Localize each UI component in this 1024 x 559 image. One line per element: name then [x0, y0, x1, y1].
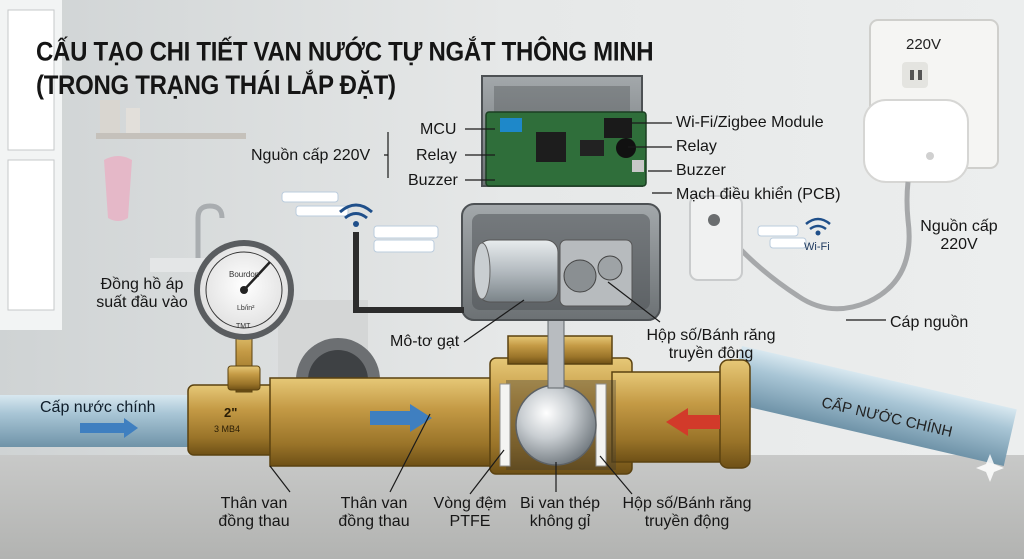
pcb-board: [485, 111, 647, 187]
label-buzzer-right: Buzzer: [676, 162, 726, 179]
leader-lines: [269, 122, 886, 495]
label-buzzer-left: Buzzer: [408, 172, 458, 189]
label-relay-left: Relay: [416, 147, 457, 164]
label-gearbox-bottom-line-1: Hộp số/Bánh răng: [622, 495, 752, 512]
wall-junction-box: [689, 195, 743, 281]
gauge-brand: Bourdon: [229, 270, 260, 279]
title-line-1: CẤU TẠO CHI TIẾT VAN NƯỚC TỰ NGẮT THÔNG …: [36, 37, 654, 68]
label-ball: Bi van thép không gỉ: [508, 495, 612, 531]
wifi-icon-right: [805, 217, 831, 236]
reverse-flow-head: [666, 408, 688, 436]
label-ptfe: Vòng đệm PTFE: [420, 495, 520, 531]
label-gearbox-top: Hộp số/Bánh răng truyền động: [636, 327, 786, 363]
smart-plug: [863, 99, 969, 183]
label-body-1-line-2: đồng thau: [218, 513, 290, 530]
status-bubbles: [281, 191, 807, 253]
label-body-2-line-1: Thân van: [340, 495, 408, 512]
steel-ball: [515, 384, 597, 466]
label-power-left: Nguồn cấp 220V: [251, 147, 371, 164]
window: [0, 0, 62, 330]
label-pcb: Mạch điều khiển (PCB): [676, 186, 841, 203]
title-line-2: (TRONG TRẠNG THÁI LẮP ĐẶT): [36, 70, 396, 101]
shelf: [96, 100, 246, 139]
label-body-1-line-1: Thân van: [220, 495, 288, 512]
flow-arrow-left-head: [124, 418, 138, 438]
wifi-icon: [339, 203, 373, 227]
label-wifi-module: Wi-Fi/Zigbee Module: [676, 114, 824, 131]
pressure-gauge: [194, 240, 294, 393]
label-motor: Mô-tơ gạt: [390, 333, 460, 350]
label-inlet-left: Cấp nước chính: [40, 399, 156, 416]
towel: [104, 156, 132, 221]
sparkle-icon: [976, 454, 1004, 482]
label-body-1: Thân van đồng thau: [204, 495, 304, 531]
flow-arrow-body-head: [410, 404, 432, 432]
gearbox: [559, 239, 633, 307]
label-body-2-line-2: đồng thau: [338, 513, 410, 530]
label-power-right-line-1: Nguồn cấp: [920, 218, 998, 235]
motor: [473, 239, 559, 303]
label-ball-line-1: Bi van thép: [519, 495, 601, 512]
label-power-cable: Cáp nguồn: [890, 314, 969, 331]
label-mcu: MCU: [420, 121, 457, 138]
label-power-right-line-2: 220V: [940, 236, 978, 253]
label-gearbox-bottom-line-2: truyền động: [644, 513, 730, 530]
label-gauge: Đồng hồ áp suất đầu vào: [82, 276, 202, 312]
label-wifi: Wi-Fi: [804, 241, 830, 253]
label-power-right: Nguồn cấp 220V: [904, 218, 1014, 254]
label-ptfe-line-1: Vòng đệm: [433, 495, 507, 512]
antenna: [353, 232, 464, 313]
label-ptfe-line-2: PTFE: [449, 513, 491, 530]
label-gearbox-top-line-2: truyền động: [668, 345, 754, 362]
inlet-pipe-left: [0, 395, 200, 447]
label-body-2: Thân van đồng thau: [324, 495, 424, 531]
inlet-pipe-right: [728, 346, 1017, 466]
label-ball-line-2: không gỉ: [529, 513, 591, 530]
fitting-size: 2": [224, 405, 238, 420]
gauge-maker: TMT: [236, 323, 251, 330]
diagram-title: CẤU TẠO CHI TIẾT VAN NƯỚC TỰ NGẮT THÔNG …: [36, 36, 654, 103]
fitting-code: 3 MB4: [214, 424, 241, 434]
label-gearbox-top-line-1: Hộp số/Bánh răng: [646, 327, 776, 344]
label-gearbox-bottom: Hộp số/Bánh răng truyền động: [612, 495, 762, 531]
gauge-unit: Lb/in²: [237, 305, 255, 312]
label-relay-right: Relay: [676, 138, 717, 155]
label-gauge-line-2: suất đầu vào: [96, 294, 188, 311]
label-outlet-voltage: 220V: [906, 36, 942, 53]
label-gauge-line-1: Đồng hồ áp: [100, 276, 184, 293]
